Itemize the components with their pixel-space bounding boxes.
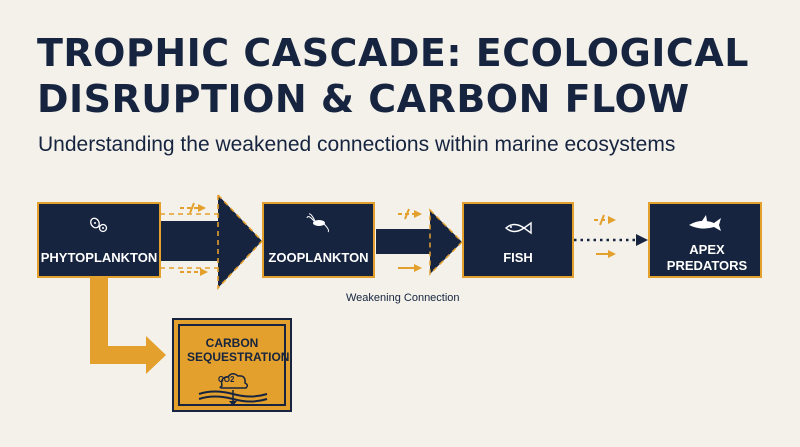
node-label-carbon-sequestration: CARBON SEQUESTRATION	[187, 336, 290, 364]
co2-cloud-icon	[196, 368, 270, 413]
weakening-connection-label: Weakening Connection	[346, 292, 460, 304]
page-subtitle: Understanding the weakened connections w…	[38, 133, 676, 156]
node-apex-predators: APEX PREDATORS	[648, 202, 762, 278]
node-label-zooplankton: ZOOPLANKTON	[268, 250, 369, 265]
node-label-fish: FISH	[503, 250, 533, 265]
node-label-apex-predators: APEX PREDATORS	[666, 242, 748, 273]
co2-label: CO2	[218, 375, 235, 384]
node-fish: FISH	[462, 202, 574, 278]
weak-arrow-5	[594, 214, 616, 226]
node-phytoplankton: PHYTOPLANKTON	[37, 202, 161, 278]
zooplankton-icon	[306, 212, 332, 238]
fish-to-apex-dotted-arrow	[574, 234, 648, 246]
phytoplankton-icon	[88, 216, 110, 240]
weak-arrow-6	[596, 250, 616, 258]
shark-icon	[687, 214, 723, 238]
carbon-flow-arrow	[90, 276, 166, 374]
node-zooplankton: ZOOPLANKTON	[262, 202, 375, 278]
fish-icon	[503, 220, 533, 240]
weak-arrow-4	[398, 264, 422, 272]
page-title: TROPHIC CASCADE: ECOLOGICAL DISRUPTION &…	[37, 31, 749, 121]
node-carbon-sequestration: CARBON SEQUESTRATION CO2	[172, 318, 292, 412]
weak-arrow-3	[398, 208, 422, 220]
node-label-phytoplankton: PHYTOPLANKTON	[40, 250, 158, 265]
weak-arrow-1	[180, 202, 206, 214]
phyto-to-zoo-arrow	[160, 193, 264, 291]
carbon-inner-frame	[178, 324, 286, 406]
weak-arrow-2	[180, 268, 208, 276]
zoo-to-fish-arrow	[376, 208, 464, 276]
